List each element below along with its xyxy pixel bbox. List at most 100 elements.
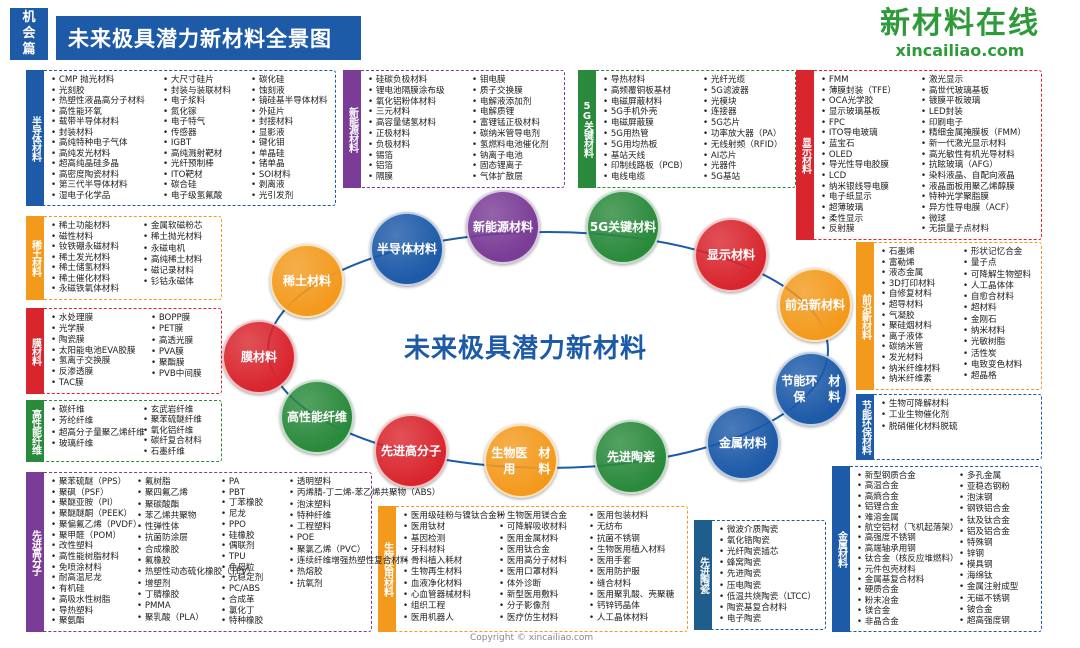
box-column: 钼电膜质子交换膜电解液添加剂电解质锂富锂锰正极材料碳纳米管导电剂氢燃料电池催化剂…: [472, 75, 549, 183]
material-item: 电子浆料: [163, 96, 231, 107]
box-tab-display: 显示材料: [796, 70, 814, 240]
box-tab-rareearth: 稀土材料: [26, 216, 44, 300]
material-item: 聚醚亚胺（PI）: [51, 498, 142, 509]
material-item: 无损量子点材料: [921, 224, 1026, 235]
material-item: 热熔胶: [289, 567, 440, 578]
material-item: 陶瓷膜: [51, 335, 136, 346]
material-item: 镁合金: [857, 606, 958, 616]
material-item: 永磁电机: [143, 244, 202, 255]
material-item: 太阳能电池EVA胶膜: [51, 346, 136, 357]
material-item: 碳纳米管: [881, 342, 940, 353]
box-column: 玄武岩纤维聚苯硫醚纤维氧化铝纤维碳纤复合材料石墨纤维: [143, 405, 202, 457]
material-item: FPC: [821, 118, 896, 129]
material-item: 先进陶瓷: [719, 569, 816, 580]
box-column: 石墨烯富勒烯液态金属3D打印材料自修复材料超导材料气凝胶聚硅烟材料离子液体碳纳米…: [881, 247, 941, 385]
material-item: 难溶金属: [857, 513, 958, 523]
material-item: 碳纤复合材料: [143, 436, 202, 446]
material-item: 活性炭: [963, 349, 1031, 360]
material-item: 连接器: [703, 107, 782, 118]
box-column: 透明塑料丙烯腈-丁二烯-苯乙烯共聚物（ABS）泡沫塑料特种纤维工程塑料POE聚氯…: [289, 477, 441, 590]
material-item: PPO: [221, 520, 263, 531]
material-item: CMP 抛光材料: [51, 75, 145, 86]
material-item: 异方性导电膜（ACF）: [921, 203, 1026, 214]
material-item: 石墨烯: [881, 247, 940, 258]
material-item: 负极材料: [368, 140, 445, 151]
material-item: 合成橡胶: [137, 545, 256, 556]
material-item: 功率放大器（PA）: [703, 129, 782, 140]
material-item: 聚偏氟乙烯（PVDF）: [51, 520, 142, 531]
material-item: 新型钢质合金: [857, 471, 958, 481]
material-item: 染料液晶、自配向液晶: [921, 171, 1026, 182]
material-item: 光学膜: [51, 324, 136, 335]
material-item: 钛合金（核反应堆燃料）: [857, 554, 959, 564]
box-tab-semiconductor: 半导体材料: [26, 70, 44, 206]
material-item: 脱硝催化材料脱硫: [881, 422, 958, 433]
box-fiveg: 5G关键材料导热材料高频覆铜板基材电磁屏蔽材料5G手机外壳电磁屏蔽膜5G用热管5…: [578, 70, 796, 188]
box-rareearth: 稀土材料稀土功能材料磁性材料钕铁硼永磁材料稀土发光材料稀土储氢材料稀土催化材料永…: [26, 216, 222, 300]
material-item: 气凝胶: [881, 311, 940, 322]
category-circle: 先进陶瓷: [594, 420, 668, 494]
material-item: 电子级氢氟酸: [163, 191, 231, 202]
material-item: 封装材料: [51, 128, 145, 139]
category-circle: 显示材料: [694, 218, 768, 292]
material-item: 高容量储氢材料: [368, 118, 445, 129]
material-item: 三元材料: [368, 107, 445, 118]
material-item: 封装与装联材料: [163, 86, 231, 97]
material-item: 增塑剂: [137, 579, 256, 590]
material-item: 稀土储氢材料: [51, 263, 119, 274]
material-item: 石墨纤维: [143, 447, 202, 457]
category-circle: 高性能纤维: [280, 380, 354, 454]
material-item: 电解质锂: [472, 107, 549, 118]
box-column: FMM薄膜封装（TFE）OCA光学胶显示玻璃基板FPCITO导电玻璃蓝宝石OLE…: [821, 75, 896, 235]
box-column: 微波介质陶瓷氧化锆陶瓷光纤陶瓷插芯蜂窝陶瓷先进陶瓷压电陶瓷低温共烧陶瓷（LTCC…: [719, 525, 816, 625]
material-item: 电磁屏蔽膜: [603, 118, 688, 129]
box-energysaving: 节能环保材料生物可降解材料工业生物催化剂脱硝催化材料脱硫: [856, 394, 1042, 460]
material-item: 元件包壳材料: [857, 565, 958, 575]
material-item: 泡沫塑料: [289, 500, 440, 511]
material-item: 性弹性体: [137, 522, 256, 533]
material-item: 外延片: [251, 107, 328, 118]
material-item: 钐钴永磁体: [143, 277, 202, 288]
material-item: 液态金属: [881, 268, 940, 279]
material-item: 可降解生物塑料: [963, 270, 1031, 281]
material-item: 锂电池隔膜涂布级: [368, 86, 445, 97]
material-item: 聚砜（PSF）: [51, 488, 142, 499]
material-item: 光纤陶瓷插芯: [719, 547, 816, 558]
material-item: 聚氨酯: [51, 616, 142, 627]
material-item: 聚酯膜: [151, 358, 202, 369]
material-item: 超高分子量聚乙烯纤维: [51, 428, 145, 439]
material-item: 玄武岩纤维: [143, 405, 202, 415]
material-item: 光引发剂: [251, 191, 328, 202]
material-item: 水处理膜: [51, 313, 136, 324]
material-item: 电子纸显示: [821, 192, 896, 203]
material-item: 聚苯硫醚（PPS）: [51, 477, 142, 488]
box-tab-membrane: 膜材料: [26, 308, 44, 394]
material-item: 体外诊断: [499, 579, 567, 590]
material-item: 5G用热管: [603, 129, 688, 140]
material-item: 光模块: [703, 97, 782, 108]
material-item: 电子特气: [163, 117, 231, 128]
material-item: 新型医用敷料: [499, 590, 567, 601]
box-column: PAPBT丁苯橡胶尼龙PPO硅橡胶偶联剂TPU色母粒光稳定剂PC/ABS合成革氯…: [221, 477, 263, 627]
box-tab-fiber: 高性能纤维: [26, 400, 44, 462]
material-item: 光敏树脂: [963, 337, 1031, 348]
box-frontier: 前沿新材料石墨烯富勒烯液态金属3D打印材料自修复材料超导材料气凝胶聚硅烟材料离子…: [856, 242, 1042, 390]
material-item: 碳合硅: [163, 180, 231, 191]
material-item: 生物可降解材料: [881, 399, 958, 410]
material-item: 高密度陶瓷材料: [51, 170, 145, 181]
material-item: LCD: [821, 171, 896, 182]
material-item: 医用防护服: [589, 567, 674, 578]
material-item: 抗菌防涂层: [137, 533, 256, 544]
box-column: 导热材料高频覆铜板基材电磁屏蔽材料5G手机外壳电磁屏蔽膜5G用热管5G用均热板基…: [603, 75, 688, 183]
material-item: 固态锂离子: [472, 161, 549, 172]
material-item: 高温合金: [857, 481, 958, 491]
material-item: 氧化铝粉体材料: [368, 97, 445, 108]
material-item: 超高纯晶硅多晶: [51, 159, 145, 170]
material-item: 氧化锆陶瓷: [719, 536, 816, 547]
material-item: 钙锌钙晶体: [589, 601, 674, 612]
material-item: SOI材料: [251, 170, 328, 181]
material-item: 医用口罩材料: [499, 567, 567, 578]
material-item: 大尺寸硅片: [163, 75, 231, 86]
material-item: 氢离子交换膜: [51, 356, 136, 367]
material-item: POE: [289, 533, 440, 544]
